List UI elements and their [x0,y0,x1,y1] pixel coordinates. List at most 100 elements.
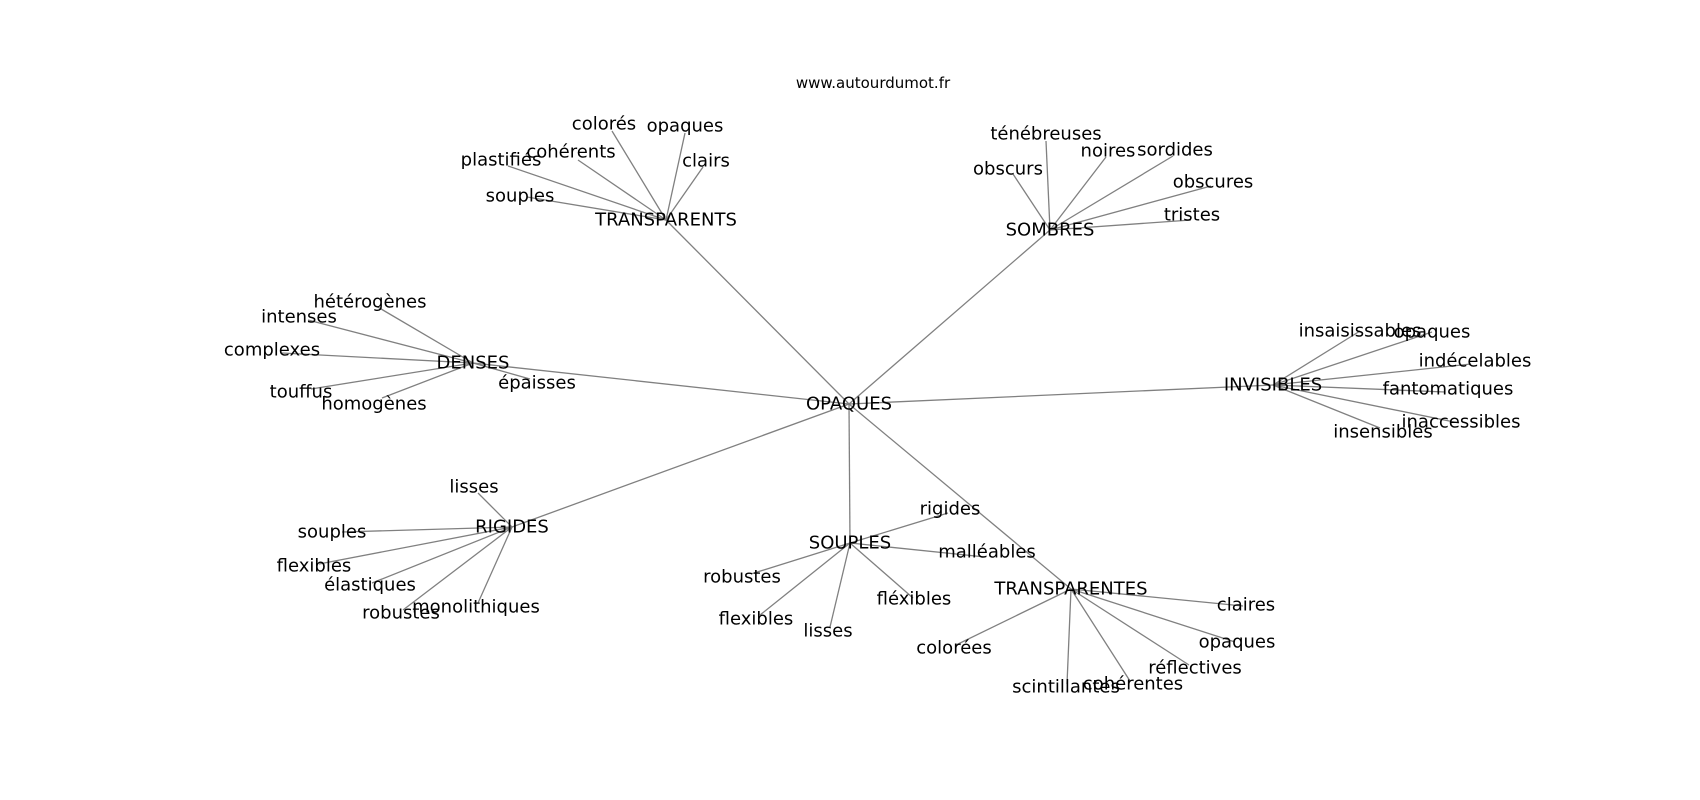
edge-hub-to-leaf [381,362,474,399]
edge-hub-to-leaf [849,512,949,544]
leaf-node-label: rigides [920,499,981,520]
edge-hub-to-leaf [472,362,531,380]
edge-hub-to-leaf [750,542,851,575]
hub-node-label: TRANSPARENTS [594,210,737,231]
edge-hub-to-leaf [1049,155,1174,231]
leaf-node-label: inaccessibles [1402,412,1521,433]
edge-hub-to-leaf [849,542,986,558]
hub-node-label: DENSES [437,353,510,374]
leaf-node-label: fléxibles [877,589,952,610]
edge-hub-to-leaf [1049,156,1107,231]
leaf-node-label: colorées [916,638,991,659]
hub-node-label: RIGIDES [475,517,549,538]
edge-hub-to-leaf [1066,588,1072,685]
edge-hub-to-leaf [665,132,686,221]
edge-hub-to-leaf [665,166,704,221]
leaf-node-label: fantomatiques [1383,379,1514,400]
leaf-node-label: lisses [449,477,498,498]
leaf-node-label: scintillantes [1012,677,1120,698]
edge-hub-to-leaf [310,362,474,390]
edge-center-to-hub [848,384,1274,405]
leaf-node-label: malléables [938,542,1036,563]
leaf-node-label: sordides [1137,140,1213,161]
site-url: www.autourdumot.fr [796,74,951,92]
edge-center-to-hub [472,362,850,405]
edge-hub-to-leaf [371,526,513,584]
edge-hub-to-leaf [281,352,474,364]
leaf-node-label: plastifiés [461,150,542,171]
hub-node-label: TRANSPARENTES [993,579,1147,600]
leaf-node-label: insaisissables [1299,321,1422,342]
edge-center-to-hub [848,403,851,544]
hub-node-label: INVISIBLES [1224,375,1322,396]
leaf-node-label: noires [1081,141,1136,162]
leaf-node-label: souples [486,186,555,207]
leaf-node-label: intenses [261,307,337,328]
edge-hub-to-leaf [1272,363,1472,386]
edge-hub-to-leaf [1012,173,1051,231]
leaf-node-label: épaisses [498,373,576,394]
hub-node-label: SOMBRES [1006,220,1095,241]
edge-hub-to-leaf [1272,331,1433,386]
edge-hub-to-leaf [477,526,513,604]
center-node-label: OPAQUES [806,394,892,415]
edge-hub-to-leaf [318,526,513,565]
leaf-node-label: élastiques [324,575,416,596]
leaf-node-label: lisses [803,621,852,642]
leaf-node-label: indécelables [1419,351,1532,372]
leaf-node-label: souples [298,522,367,543]
leaf-node-label: ténébreuses [990,124,1101,145]
leaf-node-label: tristes [1164,205,1220,226]
edge-center-to-hub [511,403,850,528]
edge-hub-to-leaf [955,588,1072,646]
edge-hub-to-leaf [507,165,667,221]
leaf-node-label: touffus [270,382,333,403]
labels-layer: www.autourdumot.fr colorés opaques cohéren… [224,74,1531,698]
edge-hub-to-leaf [577,159,667,221]
edge-hub-to-leaf [477,492,513,528]
edge-hub-to-leaf [1049,219,1192,231]
leaf-node-label: opaques [647,116,724,137]
edge-hub-to-leaf [759,542,851,616]
leaf-node-label: claires [1217,595,1275,616]
edge-center-to-hub [848,229,1051,405]
edge-hub-to-leaf [1070,588,1131,682]
leaf-node-label: homogènes [321,394,426,415]
edge-hub-to-leaf [1272,330,1361,386]
leaf-node-label: insensibles [1333,422,1433,443]
leaf-node-label: clairs [682,151,730,172]
edge-hub-to-leaf [1049,185,1212,231]
edge-hub-to-leaf [1070,588,1236,643]
edge-hub-to-leaf [1272,384,1381,429]
edge-hub-to-leaf [611,130,667,221]
edge-center-to-hub [848,403,1072,590]
edge-hub-to-leaf [829,542,851,628]
edge-hub-to-leaf [375,305,474,364]
hub-node-label: SOUPLES [809,533,891,554]
leaf-node-label: cohérentes [1083,674,1183,695]
leaf-node-label: flexibles [719,609,794,630]
leaf-node-label: robustes [362,603,440,624]
leaf-node-label: robustes [703,567,781,588]
leaf-node-label: opaques [1394,322,1471,343]
edge-hub-to-leaf [849,542,914,599]
leaf-node-label: obscurs [973,159,1043,180]
edge-hub-to-leaf [341,526,513,533]
edge-hub-to-leaf [1272,384,1460,424]
leaf-node-label: colorés [572,114,636,135]
leaf-node-label: flexibles [277,556,352,577]
edge-hub-to-leaf [1272,384,1446,393]
leaf-node-label: cohérents [526,142,615,163]
edge-hub-to-leaf [402,526,513,611]
leaf-node-label: opaques [1199,632,1276,653]
edge-hub-to-leaf [1045,140,1051,231]
leaf-node-label: monolithiques [412,597,540,618]
edge-hub-to-leaf [307,319,474,364]
leaf-node-label: réflectives [1148,658,1242,679]
edge-hub-to-leaf [1070,588,1244,607]
edge-center-to-hub [665,219,850,405]
leaf-node-label: hétérogènes [314,292,427,313]
leaf-node-label: complexes [224,340,320,361]
edges-layer [281,130,1472,685]
